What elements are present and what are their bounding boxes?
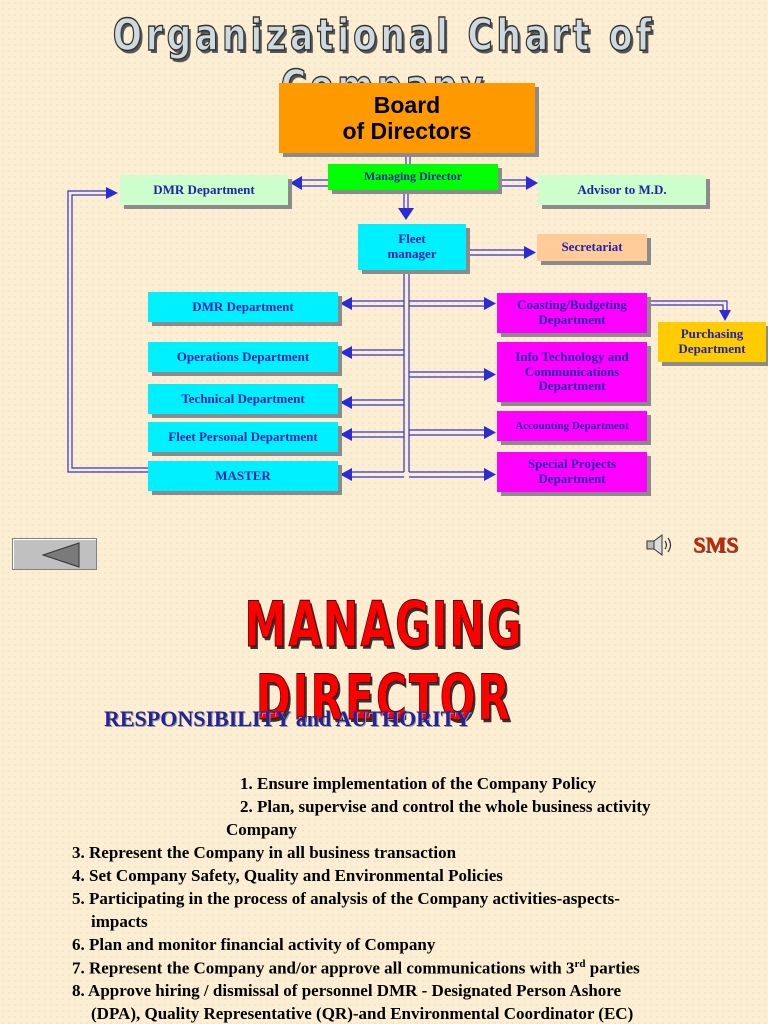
section-title: MANAGING DIRECTOR — [244, 588, 524, 735]
list-item: 2. Plan, supervise and control the whole… — [240, 797, 651, 816]
left-dept-dmr: DMR Department — [148, 292, 338, 322]
list-item: 8. Approve hiring / dismissal of personn… — [72, 981, 622, 1000]
purchasing-department-box: Purchasing Department — [658, 322, 766, 362]
right-dept-accounting: Accounting Department — [497, 411, 647, 441]
triangle-left-icon — [41, 542, 80, 568]
section-subtitle: RESPONSIBILITY and AUTHORITY — [104, 706, 472, 731]
secretariat-box: Secretariat — [537, 234, 647, 261]
left-dept-technical: Technical Department — [148, 384, 338, 414]
managing-director-box: Managing Director — [328, 164, 498, 190]
fleet-manager-box: Fleet manager — [358, 224, 466, 270]
list-item: 5. Participating in the process of analy… — [72, 889, 620, 908]
left-dept-operations: Operations Department — [148, 342, 338, 372]
right-dept-info-technology: Info Technology and Communications Depar… — [497, 342, 647, 402]
list-item: 1. Ensure implementation of the Company … — [240, 774, 597, 793]
list-item-text: 7. Represent the Company and/or approve … — [72, 958, 575, 978]
list-item: 6. Plan and monitor financial activity o… — [72, 935, 436, 954]
list-item-text: parties — [589, 958, 640, 978]
speaker-icon[interactable] — [645, 532, 675, 558]
left-master: MASTER — [148, 461, 338, 491]
superscript: rd — [574, 958, 586, 970]
board-of-directors-box: Board of Directors — [279, 83, 535, 153]
left-dept-fleet-personal: Fleet Personal Department — [148, 422, 338, 452]
back-button[interactable] — [12, 538, 97, 570]
list-item: Company — [226, 820, 297, 839]
right-dept-special-projects: Special Projects Department — [497, 452, 647, 492]
connector-lines — [67, 155, 731, 481]
sms-link[interactable]: SMS — [693, 532, 739, 557]
list-item: 4. Set Company Safety, Quality and Envir… — [72, 866, 503, 885]
advisor-box: Advisor to M.D. — [538, 175, 706, 205]
right-dept-coasting-budgeting: Coasting/Budgeting Department — [497, 293, 647, 333]
list-item: 3. Represent the Company in all business… — [72, 843, 457, 862]
list-item: (DPA), Quality Representative (QR)-and E… — [91, 1004, 634, 1023]
list-item: impacts — [91, 912, 148, 931]
dmr-department-top-box: DMR Department — [120, 175, 288, 205]
list-item: 7. Represent the Company and/or approve … — [72, 958, 640, 979]
